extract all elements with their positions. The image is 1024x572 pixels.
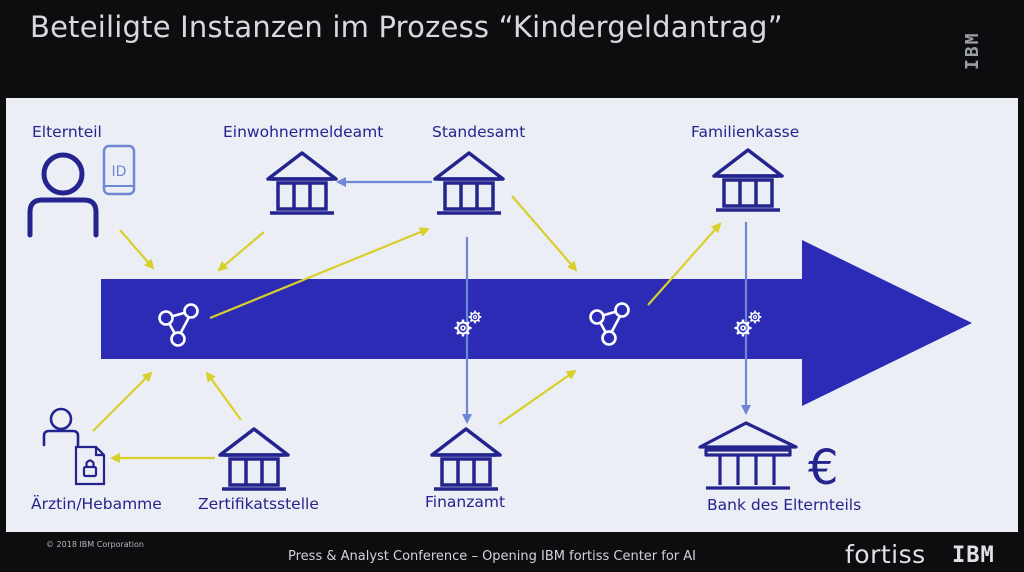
label-bank-des-elternteils: Bank des Elternteils (707, 496, 862, 514)
user-icon-aerztin (42, 407, 80, 447)
label-zertifikatsstelle: Zertifikatsstelle (198, 495, 319, 513)
label-einwohnermeldeamt: Einwohnermeldeamt (223, 123, 384, 141)
connector-standesamt-to-arrow (511, 195, 578, 272)
building-icon-einwohnermeldeamt (266, 151, 338, 215)
footer-event: Press & Analyst Conference – Opening IBM… (288, 549, 697, 564)
building-icon-zertifikatsstelle (218, 427, 290, 491)
connector-einwohnermeldeamt-to-arrow (217, 231, 265, 272)
connector-finanzamt-to-arrow (498, 369, 577, 425)
label-standesamt: Standesamt (432, 123, 526, 141)
bank-icon (698, 421, 798, 490)
id-card-icon (102, 144, 136, 196)
slide-title: Beteiligte Instanzen im Prozess “Kinderg… (30, 10, 783, 44)
building-icon-familienkasse (712, 148, 784, 212)
fortiss-logo: fortiss (845, 540, 926, 569)
connector-arrow-to-familienkasse (647, 222, 722, 306)
label-finanzamt: Finanzamt (425, 493, 506, 511)
process-arrow (101, 240, 972, 406)
id-card-text: ID (112, 164, 127, 180)
connector-zertifikatsstelle-to-arrow (205, 371, 242, 421)
label-elternteil: Elternteil (32, 123, 102, 141)
label-aerztin-hebamme: Ärztin/Hebamme (31, 495, 162, 513)
connector-aerztin-to-arrow (92, 371, 153, 432)
building-icon-finanzamt (430, 427, 502, 491)
document-lock-icon (74, 445, 106, 486)
euro-icon: € (808, 440, 839, 496)
user-icon-elternteil (27, 152, 99, 238)
label-familienkasse: Familienkasse (691, 123, 800, 141)
connector-elternteil-to-arrow (119, 229, 155, 270)
building-icon-standesamt (433, 151, 505, 215)
ibm-logo: IBM (952, 543, 995, 568)
connector-arrow-to-standesamt (209, 227, 430, 320)
footer-copyright: © 2018 IBM Corporation (46, 540, 144, 549)
